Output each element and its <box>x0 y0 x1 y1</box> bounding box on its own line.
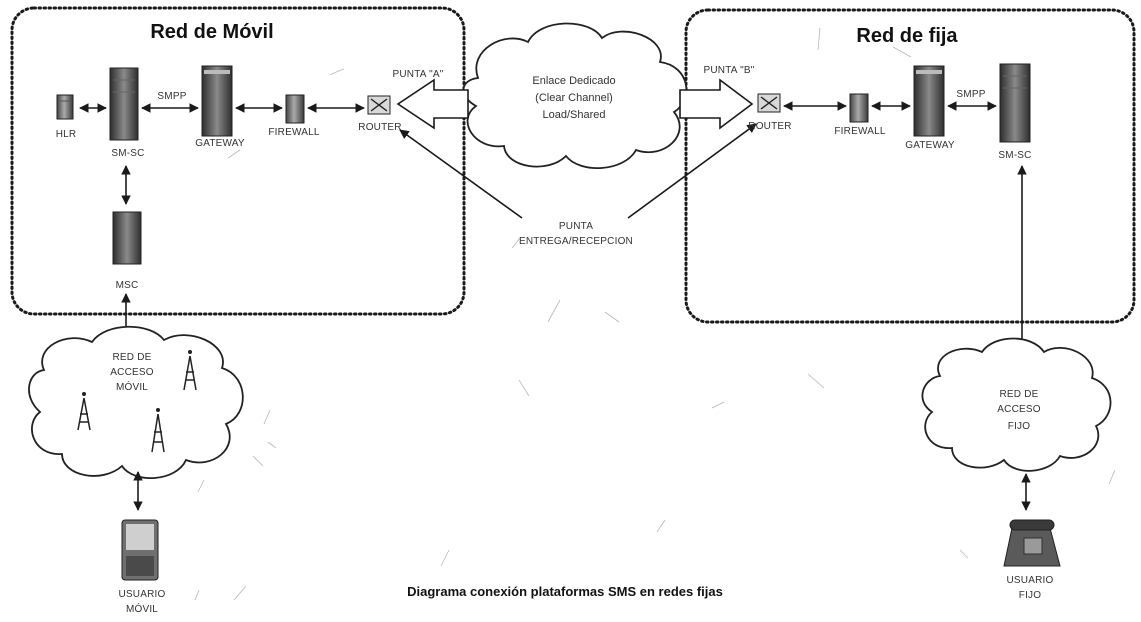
delivery-arrow-right <box>627 123 757 219</box>
fixed-router-label: ROUTER <box>748 121 791 132</box>
fixed-network-title: Red de fija <box>856 25 958 47</box>
fixed-smpp-label: SMPP <box>956 89 985 100</box>
mobile-access-cloud <box>28 325 244 479</box>
mobile-network-title: Red de Móvil <box>150 21 273 43</box>
delivery-arrow-left <box>399 129 523 219</box>
link-arrow-left <box>396 78 469 130</box>
fixed-gateway-label: GATEWAY <box>905 140 955 151</box>
mobile-user-line1: USUARIO <box>119 589 166 600</box>
mobile-smsc-label: SM-SC <box>111 148 144 159</box>
fixed-smsc-label: SM-SC <box>998 150 1031 161</box>
scan-scratches <box>194 27 1116 601</box>
mobile-access-line2: ACCESO <box>110 367 153 378</box>
fixed-access-cloud <box>921 337 1112 472</box>
mobile-user-line2: MÓVIL <box>126 602 158 615</box>
msc-server-icon <box>112 211 142 265</box>
hlr-server-icon <box>56 94 74 120</box>
mobile-router-icon <box>367 95 391 115</box>
desk-phone-icon <box>1003 519 1061 567</box>
mobile-access-line1: RED DE <box>113 352 152 363</box>
mobile-access-line3: MÓVIL <box>116 380 148 393</box>
mobile-router-label: ROUTER <box>358 122 401 133</box>
fixed-router-icon <box>757 93 781 113</box>
mobile-phone-icon <box>121 519 159 581</box>
fixed-smsc-server-icon <box>999 63 1031 143</box>
mobile-smpp-label: SMPP <box>157 91 186 102</box>
fixed-user-line1: USUARIO <box>1007 575 1054 586</box>
cell-tower-icon <box>151 408 165 453</box>
mobile-gateway-label: GATEWAY <box>195 138 245 149</box>
delivery-line2: ENTREGA/RECEPCION <box>519 236 633 247</box>
cell-tower-icon <box>77 392 91 431</box>
diagram-caption: Diagrama conexión plataformas SMS en red… <box>407 584 723 599</box>
msc-label: MSC <box>116 280 139 291</box>
fixed-user-line2: FIJO <box>1019 590 1041 601</box>
mobile-firewall-icon <box>285 94 305 124</box>
fixed-gateway-server-icon <box>913 65 945 137</box>
fixed-access-line3: FIJO <box>1008 421 1030 432</box>
punta-b-label: PUNTA "B" <box>704 65 755 76</box>
fixed-access-line1: RED DE <box>1000 389 1039 400</box>
punta-a-label: PUNTA "A" <box>393 69 444 80</box>
mobile-network-box <box>10 6 466 316</box>
mobile-smsc-server-icon <box>109 67 139 141</box>
fixed-access-line2: ACCESO <box>997 404 1040 415</box>
link-line3: Load/Shared <box>543 109 606 121</box>
mobile-gateway-server-icon <box>201 65 233 137</box>
link-arrow-right <box>679 78 754 130</box>
fixed-firewall-label: FIREWALL <box>834 126 885 137</box>
link-line1: Enlace Dedicado <box>532 75 615 87</box>
link-line2: (Clear Channel) <box>535 92 613 104</box>
hlr-label: HLR <box>56 129 77 140</box>
fixed-network-box <box>684 8 1136 324</box>
dedicated-link-cloud <box>462 22 688 169</box>
delivery-line1: PUNTA <box>559 221 593 232</box>
cell-tower-icon <box>183 350 197 391</box>
mobile-firewall-label: FIREWALL <box>268 127 319 138</box>
fixed-firewall-icon <box>849 93 869 123</box>
